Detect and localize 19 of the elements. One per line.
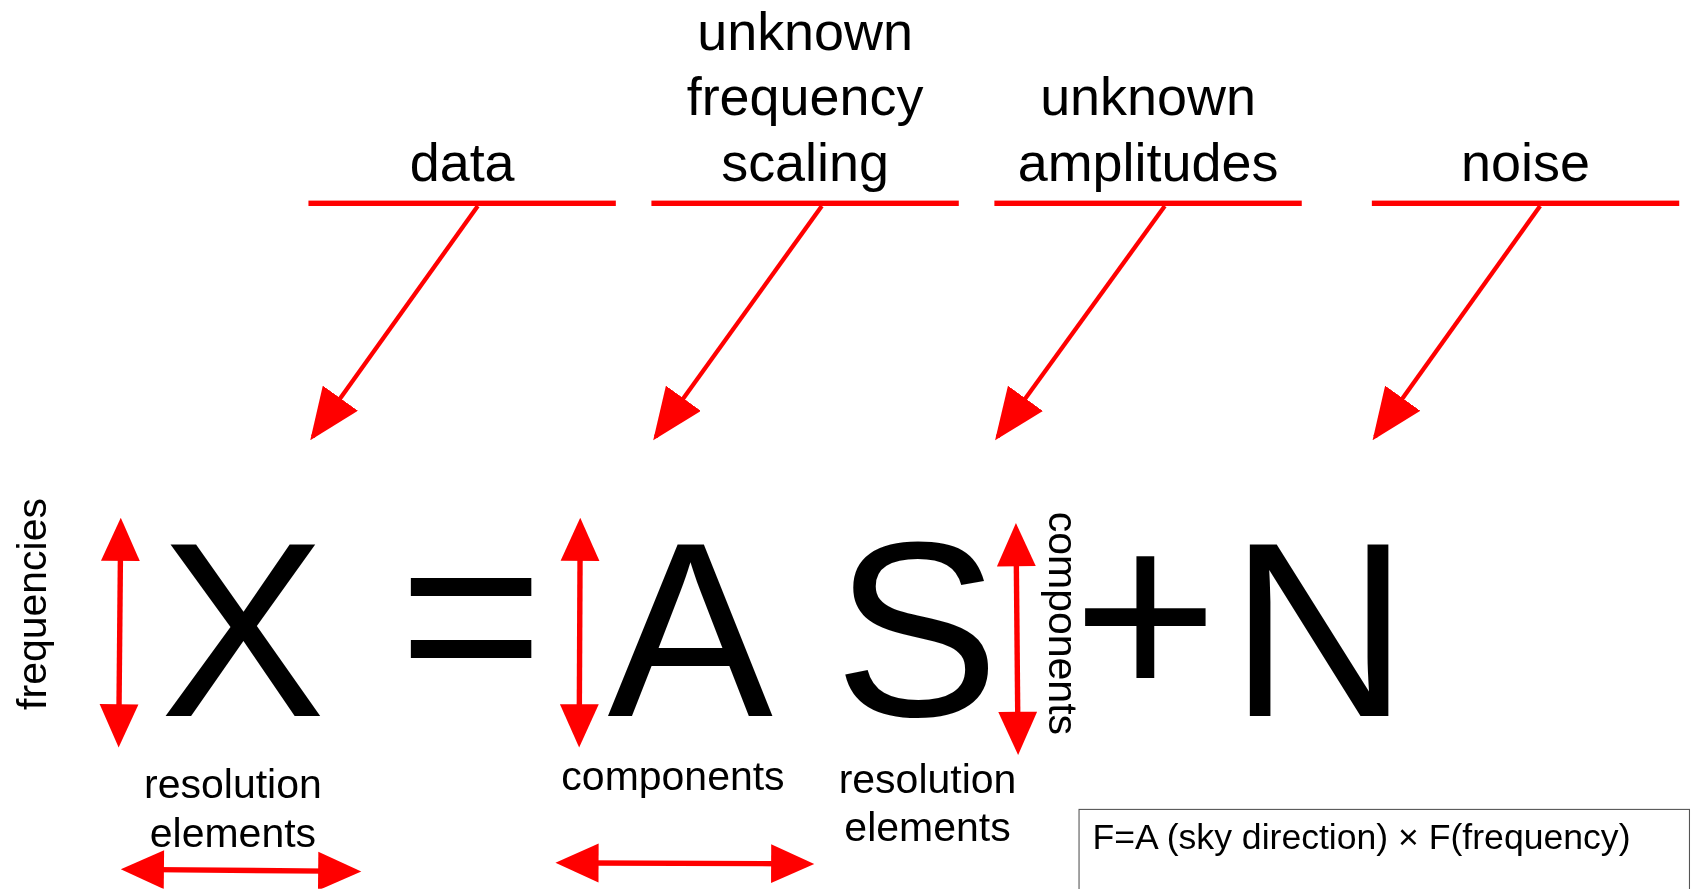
equation-symbol: X xyxy=(151,436,335,755)
axis-label: components xyxy=(561,752,785,801)
equation-symbol: S xyxy=(830,436,1003,755)
leader-arrow xyxy=(995,204,1167,441)
equation-symbol: A xyxy=(593,436,788,755)
axis-label: frequencies xyxy=(8,498,56,710)
axis-label: components xyxy=(1039,511,1086,735)
equation-symbol: N xyxy=(1229,436,1403,755)
axis-label: resolution elements xyxy=(837,755,1018,852)
annotation-text: data xyxy=(308,107,616,206)
annotation-text: unknown frequency scaling xyxy=(651,0,959,206)
operator-symbol: = xyxy=(398,490,544,739)
leader-arrow xyxy=(653,204,824,441)
annotation-text: noise xyxy=(1371,107,1680,206)
leader-arrow xyxy=(1372,204,1542,441)
axis-label: resolution elements xyxy=(143,760,323,858)
formula-box: F=A (sky direction) × F(frequency) xyxy=(1078,808,1690,889)
annotation-text: unknown amplitudes xyxy=(994,64,1302,206)
leader-arrow xyxy=(310,204,480,441)
